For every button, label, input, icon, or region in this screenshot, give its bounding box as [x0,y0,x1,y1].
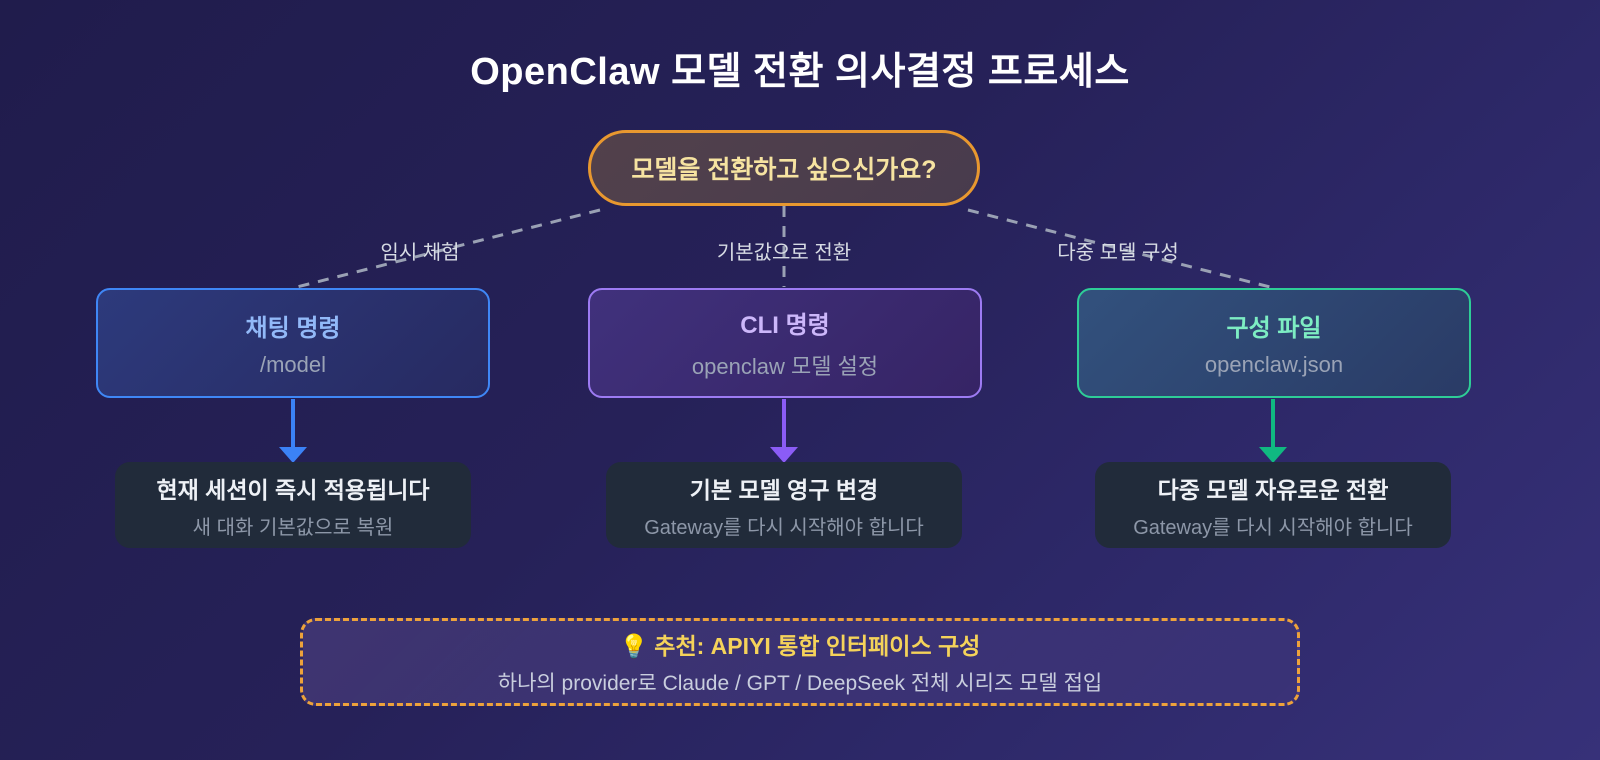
option-subtitle: openclaw.json [1204,352,1344,377]
edge-label-default: 기본값으로 전환 [716,242,852,264]
arrow-cli-head [770,447,798,463]
recommendation-title-text: 추천: APIYI 통합 인터페이스 구성 [654,633,981,659]
recommendation-subtitle: 하나의 provider로 Claude / GPT / DeepSeek 전체… [497,672,1103,695]
option-title: 구성 파일 [1226,315,1322,342]
option-title: CLI 명령 [740,312,830,339]
edge-label-multimodel: 다중 모델 구성 [1057,242,1179,264]
result-title: 다중 모델 자유로운 전환 [1157,476,1389,503]
result-node-multimodel: 다중 모델 자유로운 전환 Gateway를 다시 시작해야 합니다 [1095,462,1451,548]
result-node-session: 현재 세션이 즉시 적용됩니다 새 대화 기본값으로 복원 [115,462,471,548]
option-node-cli-command: CLI 명령 openclaw 모델 설정 [588,288,982,398]
lightbulb-icon: 💡 [619,633,649,659]
option-title: 채팅 명령 [245,315,341,342]
result-subtitle: Gateway를 다시 시작해야 합니다 [1133,516,1413,539]
result-title: 현재 세션이 즉시 적용됩니다 [156,476,430,503]
option-subtitle: /model [259,352,327,377]
result-subtitle: 새 대화 기본값으로 복원 [192,516,394,539]
option-node-config-file: 구성 파일 openclaw.json [1077,288,1471,398]
recommendation-title: 💡추천: APIYI 통합 인터페이스 구성 [620,627,981,661]
option-subtitle: openclaw 모델 설정 [691,354,879,379]
decision-node: 모델을 전환하고 싶으신가요? [588,130,980,206]
arrow-config-head [1259,447,1287,463]
result-title: 기본 모델 영구 변경 [689,476,879,503]
edge-label-temporary: 임시 체험 [380,242,460,264]
recommendation-banner: 💡추천: APIYI 통합 인터페이스 구성 하나의 provider로 Cla… [300,618,1300,706]
result-subtitle: Gateway를 다시 시작해야 합니다 [644,516,924,539]
option-node-chat-command: 채팅 명령 /model [96,288,490,398]
arrow-chat-head [279,447,307,463]
page-title: OpenClaw 모델 전환 의사결정 프로세스 [470,51,1130,93]
result-node-permanent: 기본 모델 영구 변경 Gateway를 다시 시작해야 합니다 [606,462,962,548]
decision-question-label: 모델을 전환하고 싶으신가요? [631,156,937,184]
